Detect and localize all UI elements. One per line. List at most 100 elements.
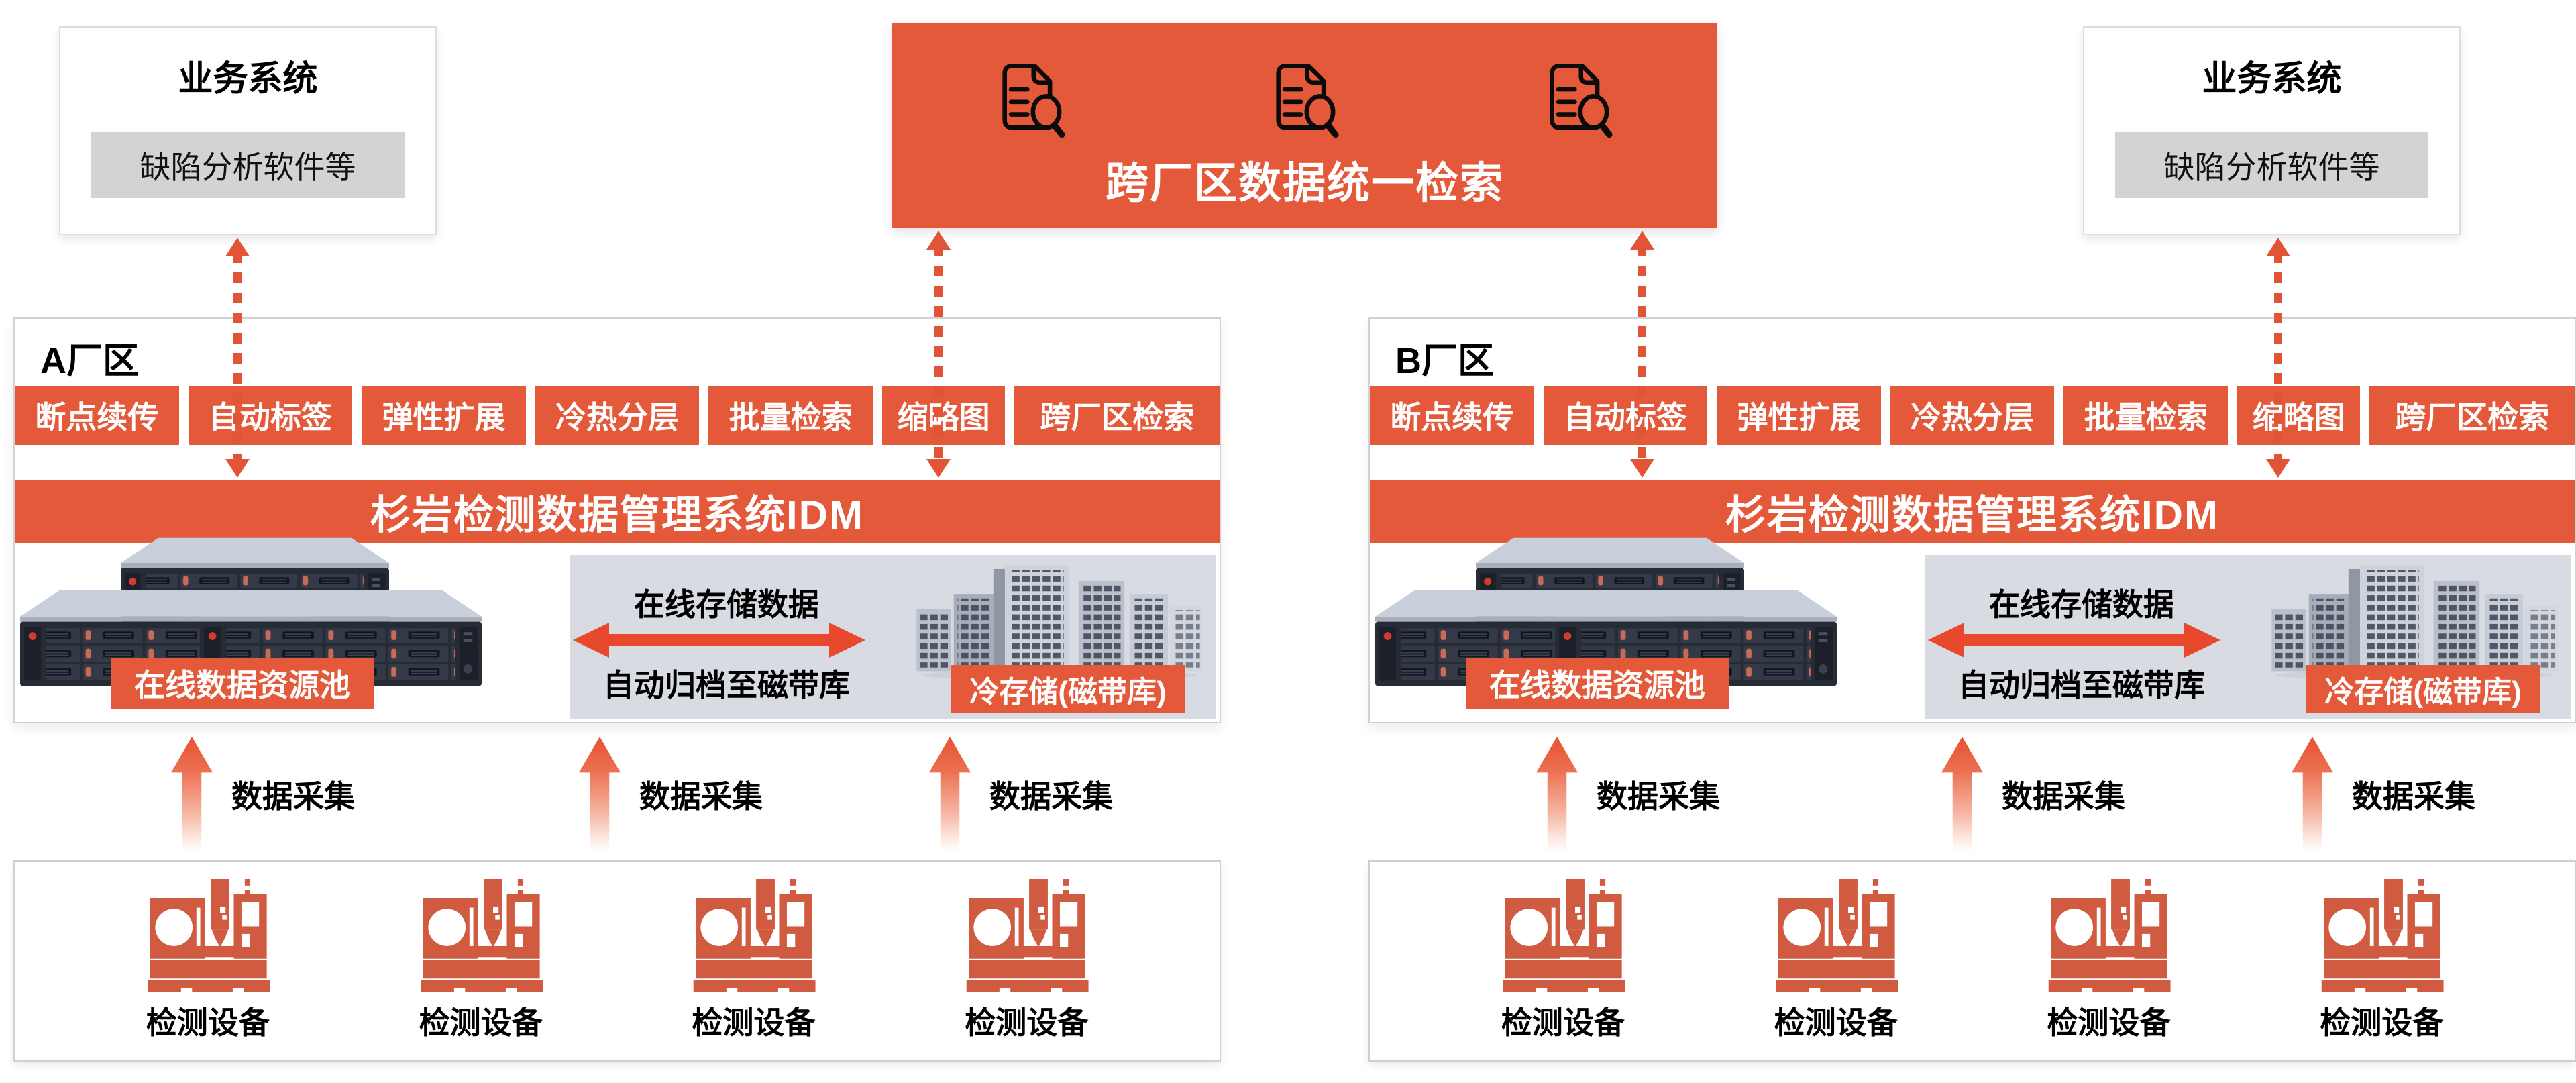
idm-banner: 杉岩检测数据管理系统IDM xyxy=(1370,480,2575,543)
tag-cross-plant-search: 跨厂区检索 xyxy=(1014,386,1220,445)
archive-flow-box: 在线存储数据 自动归档至磁带库 冷存储(磁带库) xyxy=(570,555,1216,719)
defect-analysis-chip: 缺陷分析软件等 xyxy=(91,132,405,198)
data-collect-label: 数据采集 xyxy=(989,779,1113,814)
feature-tag-row: 断点续传 自动标签 弹性扩展 冷热分层 批量检索 缩略图 跨厂区检索 xyxy=(1370,386,2575,445)
device-label: 检测设备 xyxy=(2320,1005,2444,1040)
tag-resume-transfer: 断点续传 xyxy=(15,386,179,445)
doc-search-icon xyxy=(1265,60,1344,140)
business-system-title: 业务系统 xyxy=(178,60,318,99)
inspection-device: 检测设备 xyxy=(401,879,561,1043)
data-collect-label: 数据采集 xyxy=(1597,779,1720,814)
device-label: 检测设备 xyxy=(419,1005,543,1040)
cnc-machine-icon xyxy=(947,879,1106,994)
cold-storage-label: 冷存储(磁带库) xyxy=(951,665,1185,713)
business-system-box-right: 业务系统 缺陷分析软件等 xyxy=(2083,26,2461,235)
tag-cross-plant-search: 跨厂区检索 xyxy=(2369,386,2575,445)
device-label: 检测设备 xyxy=(1501,1005,1625,1040)
device-label: 检测设备 xyxy=(965,1005,1089,1040)
tag-thumbnail: 缩略图 xyxy=(2237,386,2361,445)
tape-library-racks-icon xyxy=(909,564,1210,681)
inspection-device: 检测设备 xyxy=(1756,879,1916,1043)
dotted-arrow-bizleft-plantA xyxy=(225,238,250,478)
dotted-arrow-bizright-plantB xyxy=(2266,238,2290,478)
cnc-machine-icon xyxy=(401,879,561,994)
plant-title: A厂区 xyxy=(40,341,139,381)
device-label: 检测设备 xyxy=(146,1005,270,1040)
tape-library-racks-icon xyxy=(2264,564,2565,681)
transfer-top-label: 在线存储数据 xyxy=(1989,587,2174,622)
arrowhead-down-icon xyxy=(225,459,250,478)
data-collect-group: 数据采集 xyxy=(579,737,763,852)
data-collect-label: 数据采集 xyxy=(231,779,355,814)
data-collect-group: 数据采集 xyxy=(929,737,1113,852)
plant-panel-a: A厂区 断点续传 自动标签 弹性扩展 冷热分层 批量检索 缩略图 跨厂区检索 杉… xyxy=(13,317,1221,723)
inspection-device: 检测设备 xyxy=(674,879,833,1043)
doc-search-icon xyxy=(1539,60,1618,140)
online-pool-label: 在线数据资源池 xyxy=(1466,658,1729,709)
up-arrow-icon xyxy=(171,737,213,852)
data-collect-label: 数据采集 xyxy=(639,779,763,814)
cold-storage-label: 冷存储(磁带库) xyxy=(2306,665,2540,713)
double-arrow-icon xyxy=(1928,621,2220,660)
device-label: 检测设备 xyxy=(692,1005,816,1040)
doc-search-icon xyxy=(991,60,1071,140)
data-collect-label: 数据采集 xyxy=(2002,779,2125,814)
inspection-device: 检测设备 xyxy=(2029,879,2188,1043)
tag-tiering: 冷热分层 xyxy=(1890,386,2055,445)
device-box-plant-a: 检测设备 检测设备 检测设备 检测设备 xyxy=(13,860,1221,1062)
data-collect-group: 数据采集 xyxy=(2292,737,2475,852)
tag-auto-label: 自动标签 xyxy=(188,386,353,445)
tag-auto-label: 自动标签 xyxy=(1543,386,1708,445)
data-collect-group: 数据采集 xyxy=(1536,737,1720,852)
tag-batch-search: 批量检索 xyxy=(708,386,873,445)
data-collect-group: 数据采集 xyxy=(171,737,355,852)
up-arrow-icon xyxy=(2292,737,2333,852)
business-system-title: 业务系统 xyxy=(2202,60,2342,99)
transfer-bottom-label: 自动归档至磁带库 xyxy=(1958,668,2205,703)
tag-tiering: 冷热分层 xyxy=(535,386,700,445)
tag-resume-transfer: 断点续传 xyxy=(1370,386,1534,445)
inspection-device: 检测设备 xyxy=(2302,879,2461,1043)
cross-plant-search-title: 跨厂区数据统一检索 xyxy=(1106,159,1504,207)
device-box-plant-b: 检测设备 检测设备 检测设备 检测设备 xyxy=(1368,860,2576,1062)
arrowhead-down-icon xyxy=(1630,459,1654,478)
device-label: 检测设备 xyxy=(1774,1005,1898,1040)
up-arrow-icon xyxy=(929,737,971,852)
plant-title: B厂区 xyxy=(1395,341,1494,381)
data-collect-label: 数据采集 xyxy=(2352,779,2475,814)
defect-analysis-chip: 缺陷分析软件等 xyxy=(2115,132,2428,198)
up-arrow-icon xyxy=(1941,737,1983,852)
cnc-machine-icon xyxy=(1483,879,1643,994)
cnc-machine-icon xyxy=(128,879,288,994)
transfer-top-label: 在线存储数据 xyxy=(634,587,819,622)
dotted-arrow-search-plantA xyxy=(926,231,951,478)
double-arrow-icon xyxy=(573,621,865,660)
plant-panel-b: B厂区 断点续传 自动标签 弹性扩展 冷热分层 批量检索 缩略图 跨厂区检索 杉… xyxy=(1368,317,2576,723)
cnc-machine-icon xyxy=(2302,879,2461,994)
cnc-machine-icon xyxy=(1756,879,1916,994)
idm-banner: 杉岩检测数据管理系统IDM xyxy=(15,480,1220,543)
feature-tag-row: 断点续传 自动标签 弹性扩展 冷热分层 批量检索 缩略图 跨厂区检索 xyxy=(15,386,1220,445)
inspection-device: 检测设备 xyxy=(1483,879,1643,1043)
transfer-bottom-label: 自动归档至磁带库 xyxy=(603,668,850,703)
tag-elastic-expand: 弹性扩展 xyxy=(362,386,526,445)
arrowhead-down-icon xyxy=(2266,459,2290,478)
online-pool-label: 在线数据资源池 xyxy=(111,658,374,709)
cnc-machine-icon xyxy=(674,879,833,994)
tag-elastic-expand: 弹性扩展 xyxy=(1717,386,1881,445)
up-arrow-icon xyxy=(579,737,621,852)
cnc-machine-icon xyxy=(2029,879,2188,994)
inspection-device: 检测设备 xyxy=(947,879,1106,1043)
arrowhead-down-icon xyxy=(926,459,951,478)
up-arrow-icon xyxy=(1536,737,1578,852)
device-label: 检测设备 xyxy=(2047,1005,2171,1040)
doc-search-icon-row xyxy=(892,60,1717,140)
dotted-arrow-search-plantB xyxy=(1630,231,1654,478)
tag-thumbnail: 缩略图 xyxy=(881,386,1006,445)
inspection-device: 检测设备 xyxy=(128,879,288,1043)
archive-flow-box: 在线存储数据 自动归档至磁带库 冷存储(磁带库) xyxy=(1925,555,2571,719)
tag-batch-search: 批量检索 xyxy=(2063,386,2228,445)
data-collect-group: 数据采集 xyxy=(1941,737,2125,852)
business-system-box-left: 业务系统 缺陷分析软件等 xyxy=(59,26,437,235)
cross-plant-search-box: 跨厂区数据统一检索 xyxy=(892,23,1717,228)
